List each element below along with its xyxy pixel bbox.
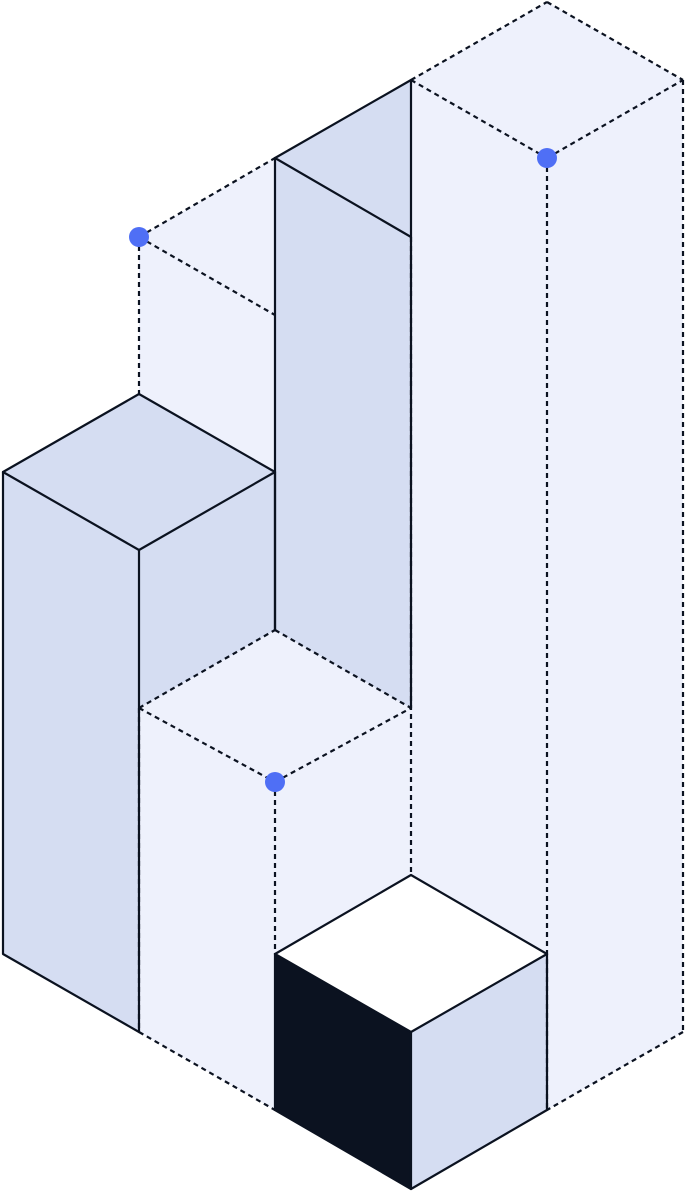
markers [129, 148, 557, 792]
dashed-guide-line [410, 79, 548, 159]
dashed-guide-line [138, 707, 276, 783]
dashed-guide-line [546, 79, 684, 159]
marker-center [265, 772, 285, 792]
dashed-guide-line [546, 1031, 684, 1111]
dashed-guide-line [410, 1, 548, 81]
marker-right [537, 148, 557, 168]
marker-left [129, 227, 149, 247]
dashed-guide-line [138, 236, 276, 316]
back-column-top [275, 80, 411, 237]
dashed-guide-line [274, 629, 412, 709]
back-column-face [275, 158, 411, 708]
dashed-guide-line [138, 629, 276, 709]
dashed-guide-line [546, 1, 684, 81]
solid-outlines [1, 78, 549, 1191]
ghost-middle-shape [139, 630, 411, 1110]
left-column-left-face [3, 472, 139, 1032]
dashed-guide-line [138, 1031, 276, 1111]
solid-outline [273, 78, 413, 239]
solid-outline [1, 470, 141, 1034]
dashed-guide-line [274, 707, 412, 783]
